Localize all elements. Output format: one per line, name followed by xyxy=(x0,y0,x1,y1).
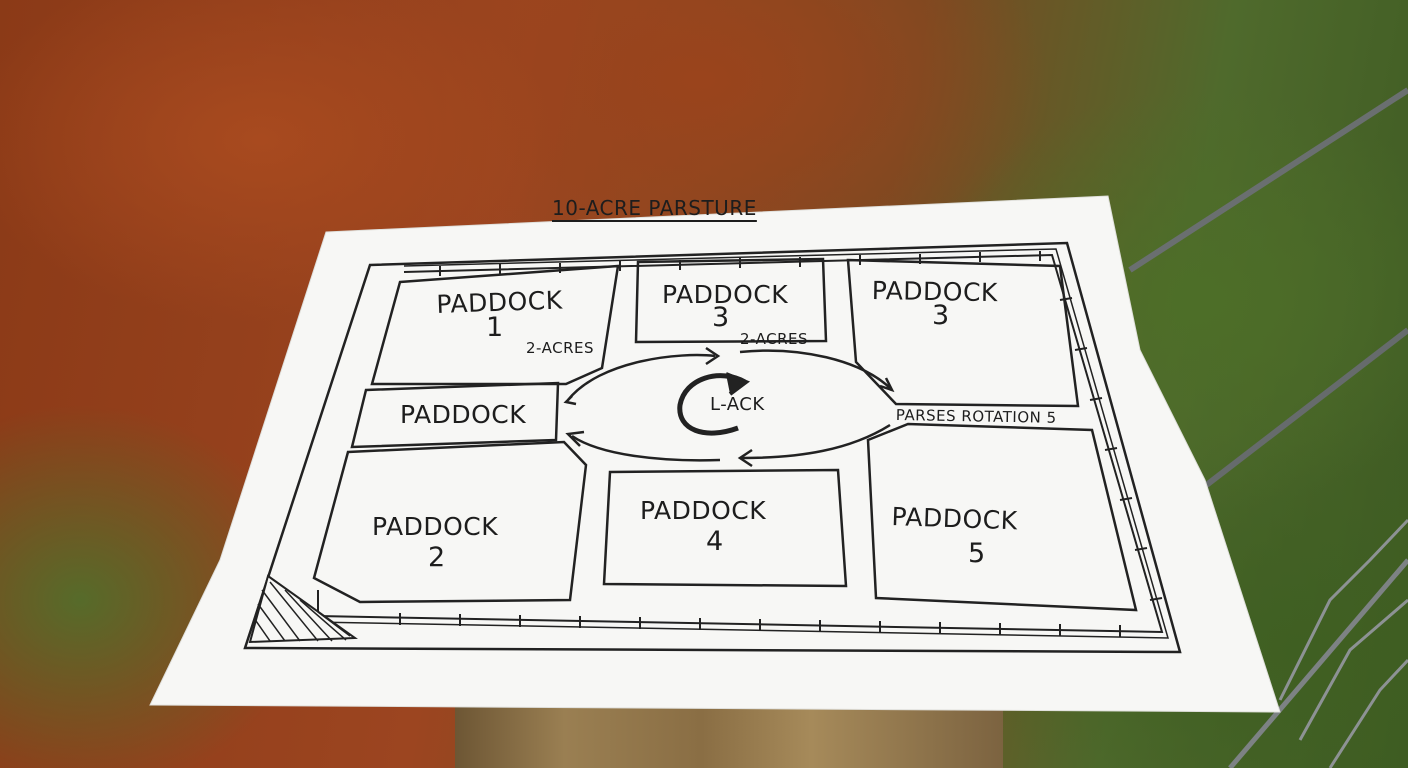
center-label: L-ACK xyxy=(710,394,765,415)
paddock-middle-label: PADDOCK xyxy=(400,400,527,429)
paddock-1-number: 1 xyxy=(486,312,504,343)
paddock-3-top-number: 3 xyxy=(712,302,730,333)
acreage-label-left: 2-ACRES xyxy=(526,339,595,357)
paddock-2-label: PADDOCK xyxy=(372,512,499,541)
paddock-5-label: PADDOCK xyxy=(890,502,1019,536)
paddock-2-number: 2 xyxy=(428,542,446,573)
paddock-4-label: PADDOCK xyxy=(640,496,767,525)
rotation-label: PARSES ROTATION 5 xyxy=(895,406,1057,427)
paddock-4-number: 4 xyxy=(706,526,724,557)
paddock-5-number: 5 xyxy=(968,538,986,569)
map-title: 10-ACRE PARSTURE xyxy=(552,196,757,220)
paddock-3-top-label: PADDOCK xyxy=(662,280,789,309)
acreage-label-center: 2-ACRES xyxy=(740,330,809,348)
paddock-3-right-number: 3 xyxy=(932,300,950,331)
